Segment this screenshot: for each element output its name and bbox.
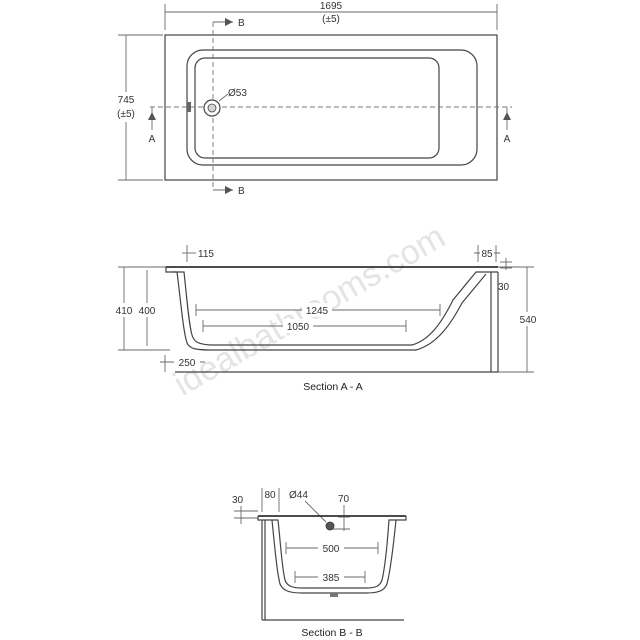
outer-depth-label-backdrop [110, 303, 138, 317]
overflow-outlet [325, 521, 335, 531]
bottom-length-label-backdrop [283, 319, 313, 333]
bath-outer-rim [164, 34, 498, 181]
section-a-title: Section A - A [303, 381, 363, 393]
b-bottom-width-label-backdrop [318, 570, 344, 584]
rim-right-label: 85 [481, 249, 493, 260]
width-label-backdrop [112, 92, 140, 122]
section-a-bath-profile [165, 267, 498, 346]
b-rim-width-label: 80 [264, 490, 276, 501]
outer-depth-label: 410 [116, 306, 133, 317]
b-top-width-label: 500 [323, 544, 340, 555]
section-a-view: 115 85 30 540 410 400 [110, 245, 541, 393]
section-b-marker-top: B [238, 18, 245, 29]
section-b-arrow-bottom [225, 186, 233, 194]
bottom-length-label: 1050 [287, 322, 310, 333]
b-rim-width-label-backdrop [264, 488, 278, 500]
rim-right-label-backdrop [480, 246, 494, 258]
panel-setback-label-backdrop [174, 355, 200, 369]
overflow-diameter-label: Ø44 [289, 490, 308, 501]
overall-height-label: 540 [520, 315, 537, 326]
width-label: 745 [118, 95, 135, 106]
section-a-marker-right: A [504, 134, 511, 145]
top-length-label-backdrop [302, 303, 332, 317]
section-a-arrow-left [148, 112, 156, 120]
length-tolerance-label: (±5) [322, 14, 340, 25]
inner-depth-label-backdrop [134, 303, 162, 317]
waste-diameter-label: Ø53 [228, 88, 247, 99]
section-b-bath-profile [257, 516, 407, 589]
inner-depth-label: 400 [139, 306, 156, 317]
overflow-height-label: 70 [338, 494, 350, 505]
b-rim-thickness-label: 30 [232, 495, 244, 506]
section-b-waste-stub [330, 593, 338, 597]
plan-view: 1695 (±5) 745 (±5) A A B B Ø53 [112, 1, 512, 197]
waste-outlet-inner [207, 103, 217, 113]
section-a-marker-left: A [149, 134, 156, 145]
bath-inner-bowl-outline [186, 49, 478, 166]
section-b-arrow-top [225, 18, 233, 26]
section-a-bath-shell [173, 271, 487, 351]
overflow-leader [304, 500, 327, 523]
section-a-arrow-right [503, 112, 511, 120]
section-b-title: Section B - B [301, 627, 362, 639]
overall-height-label-backdrop [515, 312, 541, 326]
rim-thickness-label: 30 [498, 282, 510, 293]
section-b-marker-bottom: B [238, 186, 245, 197]
panel-setback-label: 250 [179, 358, 196, 369]
width-tolerance-label: (±5) [117, 109, 135, 120]
b-top-width-label-backdrop [318, 541, 344, 555]
rim-left-label: 115 [198, 249, 214, 260]
bath-bowl-floor [194, 57, 440, 159]
waste-leader [218, 93, 229, 102]
b-bottom-width-label: 385 [323, 573, 340, 584]
section-b-view: 30 80 Ø44 70 500 385 Section B [232, 488, 407, 639]
length-label: 1695 [320, 1, 343, 12]
top-length-label: 1245 [306, 306, 329, 317]
overflow-marker [187, 102, 191, 112]
